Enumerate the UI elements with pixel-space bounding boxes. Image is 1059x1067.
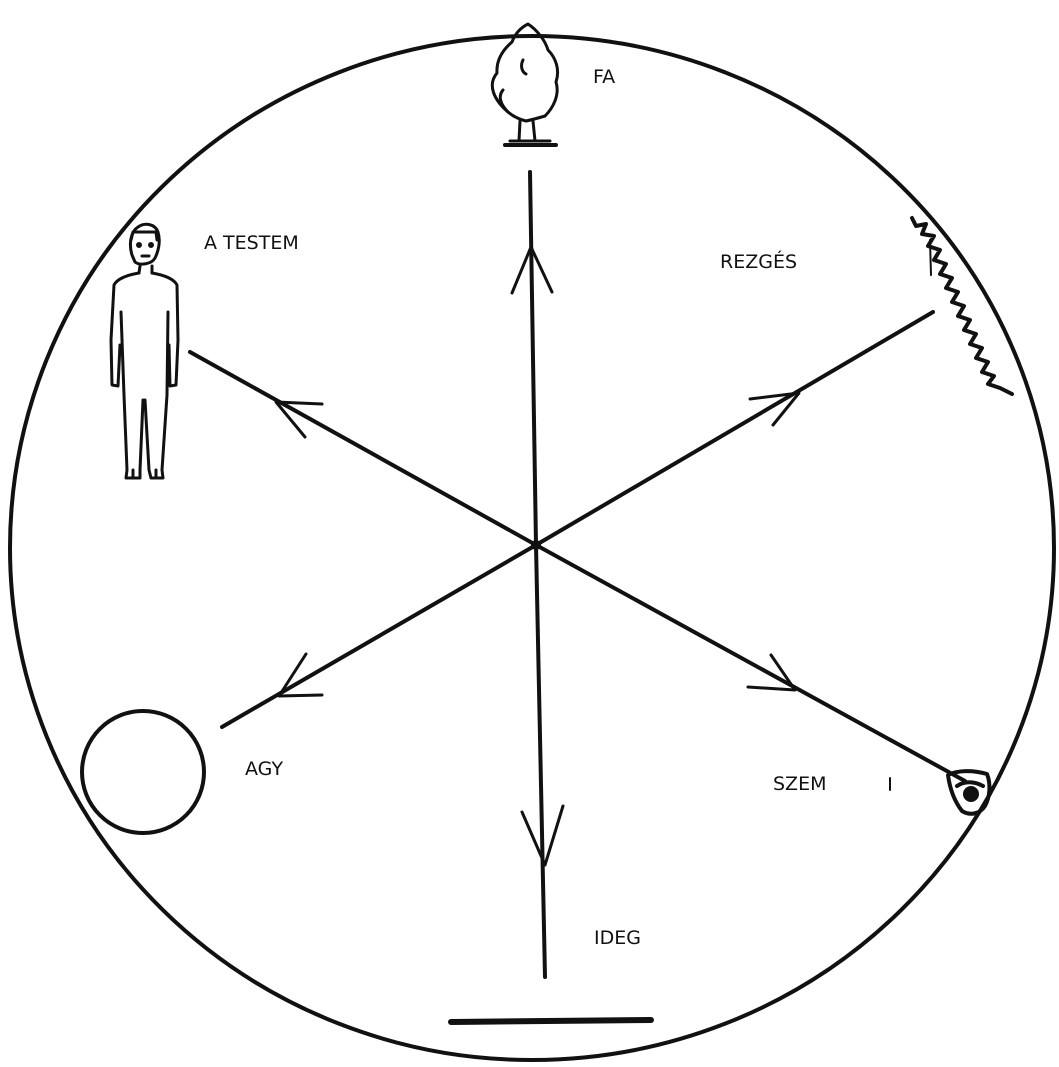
- spoke-to-eye: [536, 545, 965, 781]
- brain-circle-icon: [82, 711, 204, 833]
- center-point: [531, 540, 541, 550]
- label-body: A TESTEM: [204, 232, 299, 254]
- human-body-icon: [111, 224, 178, 478]
- spokes: [190, 172, 965, 977]
- label-tree: FA: [593, 66, 615, 88]
- arrowhead-upper-right: [750, 393, 799, 425]
- label-vibration: REZGÉS: [720, 250, 797, 273]
- tree-icon: [492, 24, 557, 145]
- spoke-to-body: [190, 352, 536, 545]
- label-nerve: IDEG: [594, 927, 641, 949]
- label-brain: AGY: [245, 758, 283, 780]
- spoke-to-nerve: [536, 545, 545, 977]
- spoke-to-vibration: [536, 312, 933, 545]
- vibration-wave-icon: [912, 218, 1012, 394]
- spoke-to-tree: [530, 172, 536, 545]
- spoke-to-brain: [222, 545, 536, 727]
- eye-icon: [890, 771, 989, 814]
- nerve-line-icon: [451, 1020, 651, 1022]
- label-eye: SZEM: [773, 773, 826, 795]
